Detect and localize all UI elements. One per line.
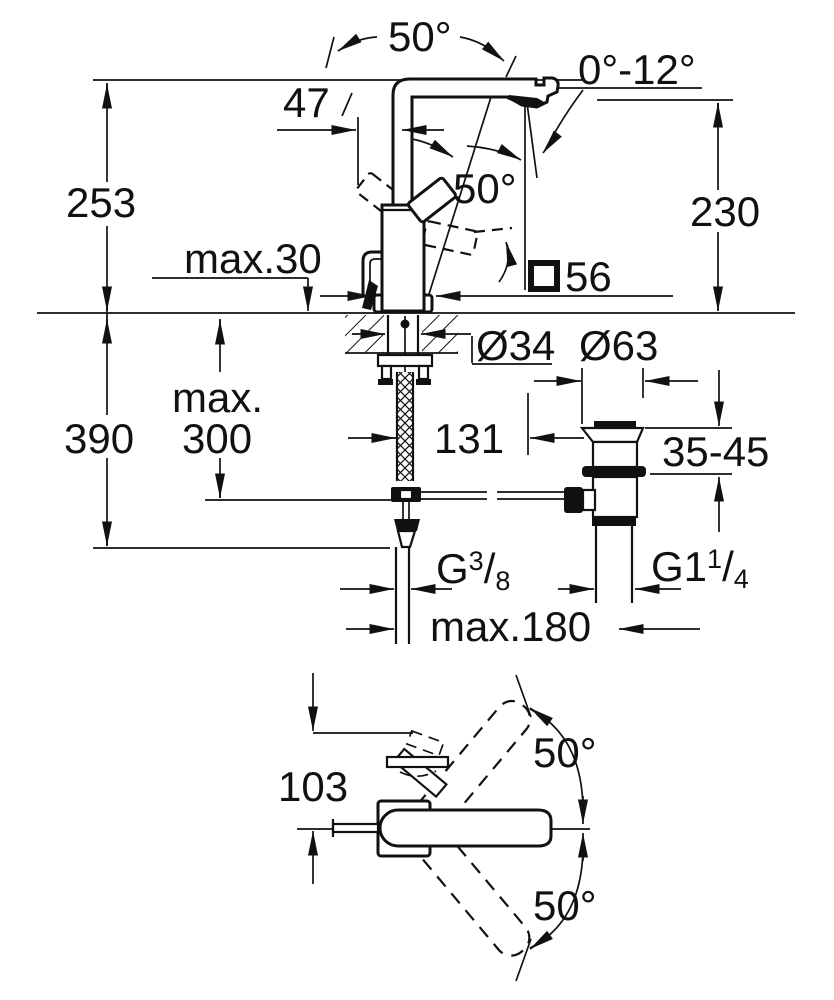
handle-lever <box>406 176 458 224</box>
label-height-253: 253 <box>66 179 136 226</box>
g38-base: G <box>436 545 469 592</box>
top-view: 103 50° 50° <box>278 673 597 982</box>
label-height-230: 230 <box>690 188 760 235</box>
g38-slash: / <box>484 545 496 592</box>
label-depth-103: 103 <box>278 763 348 810</box>
label-square-56: 56 <box>565 253 612 300</box>
square-symbol <box>528 260 560 292</box>
label-depth-390: 390 <box>64 415 134 462</box>
g38-sup: 3 <box>469 546 484 576</box>
label-swivel-up: 50° <box>533 729 597 776</box>
supply-hose <box>395 372 415 481</box>
mounting-shank <box>376 315 434 385</box>
g38-sub: 8 <box>495 566 510 596</box>
arc-arrowheads <box>337 33 562 267</box>
label-hose-max: max. <box>172 374 263 421</box>
aerator <box>507 95 546 108</box>
waste-assembly <box>564 421 646 603</box>
g114-sub: 4 <box>734 564 749 594</box>
label-dia-34: Ø34 <box>476 322 555 369</box>
label-spacing-max180: max.180 <box>430 603 591 650</box>
label-swivel-down: 50° <box>533 882 597 929</box>
label-handle-angle: 50° <box>453 165 517 212</box>
label-thread-g38: G3/8 <box>436 545 510 596</box>
label-thread-g114: G11/4 <box>651 543 749 594</box>
label-range-3545: 35-45 <box>662 428 769 475</box>
swivel-tick-upper <box>515 674 532 718</box>
front-view: 50° 0°-12° 47 253 230 50° max.30 56 Ø34 … <box>37 13 795 650</box>
faucet-body <box>380 203 426 313</box>
g114-slash: / <box>722 543 734 590</box>
popup-rod-top-view <box>331 819 380 837</box>
spout-top-view <box>378 808 553 848</box>
label-dia-63: Ø63 <box>579 322 658 369</box>
g114-sup: 1 <box>707 544 722 574</box>
label-offset-47: 47 <box>283 79 330 126</box>
label-tilt-angle: 0°-12° <box>578 46 696 93</box>
supply-pipe <box>394 547 411 644</box>
swivel-tick-lower <box>515 938 532 982</box>
handle-top-view <box>385 729 450 799</box>
label-rod-131: 131 <box>434 415 504 462</box>
popup-rod-linkage <box>391 487 564 549</box>
swivel-arc-arrowheads <box>529 707 588 950</box>
label-deck-max30: max.30 <box>184 235 322 282</box>
label-swivel-angle: 50° <box>388 13 452 60</box>
label-hose-300: 300 <box>182 415 252 462</box>
handle-axis-line <box>423 96 492 311</box>
dimension-arrows <box>102 84 724 634</box>
g114-base: G1 <box>651 543 707 590</box>
